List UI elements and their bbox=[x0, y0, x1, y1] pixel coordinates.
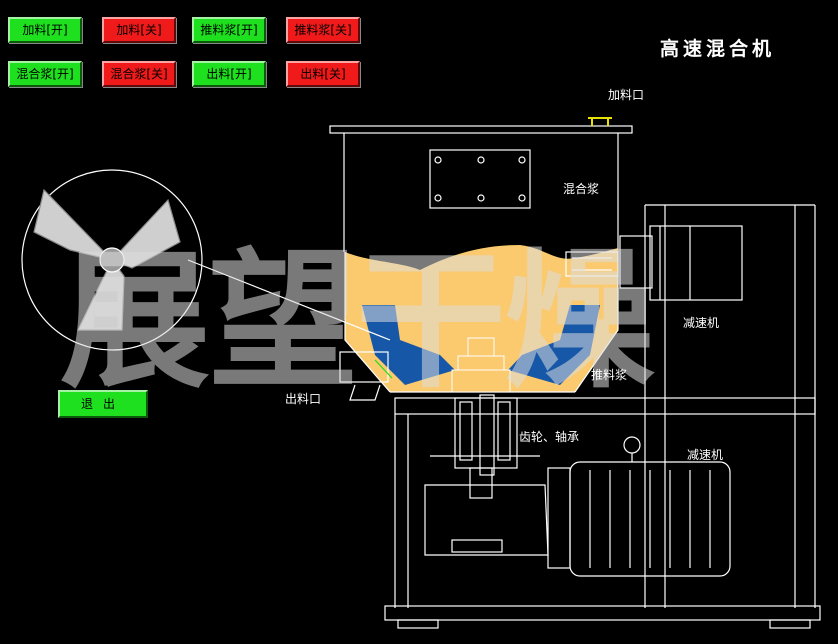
feed-on-button[interactable]: 加料[开] bbox=[8, 17, 82, 43]
feed-port bbox=[588, 117, 612, 126]
feed-port-label: 加料口 bbox=[608, 88, 645, 102]
bottom-motor bbox=[547, 436, 731, 577]
push-blade-right bbox=[508, 305, 600, 385]
push-blade-label: 推料浆 bbox=[591, 368, 628, 382]
exit-button[interactable]: 退出 bbox=[58, 390, 148, 418]
lid bbox=[329, 125, 633, 252]
mix-blade-on-button[interactable]: 混合浆[开] bbox=[8, 61, 82, 87]
gear-bearing-label: 齿轮、轴承 bbox=[519, 430, 580, 444]
bottom-reducer-label: 减速机 bbox=[687, 448, 724, 462]
push-blade-on-button[interactable]: 推料浆[开] bbox=[192, 17, 266, 43]
push-blade-off-button[interactable]: 推料浆[关] bbox=[286, 17, 360, 43]
central-hub bbox=[451, 337, 511, 393]
discharge-port-label: 出料口 bbox=[285, 392, 322, 406]
page-title: 高速混合机 bbox=[660, 38, 776, 60]
mixing-blade-label: 混合浆 bbox=[563, 182, 600, 196]
discharge-off-button[interactable]: 出料[关] bbox=[286, 61, 360, 87]
discharge-valve bbox=[339, 351, 393, 401]
discharge-on-button[interactable]: 出料[开] bbox=[192, 61, 266, 87]
bottom-gearbox bbox=[424, 467, 549, 556]
top-motor bbox=[565, 225, 743, 301]
top-reducer-label: 减速机 bbox=[683, 316, 720, 330]
machine-frame bbox=[384, 204, 821, 629]
mix-blade-off-button[interactable]: 混合浆[关] bbox=[102, 61, 176, 87]
inspection-plate bbox=[429, 149, 531, 209]
feed-off-button[interactable]: 加料[关] bbox=[102, 17, 176, 43]
push-blade-left bbox=[362, 305, 455, 385]
detail-magnifier bbox=[21, 169, 391, 351]
